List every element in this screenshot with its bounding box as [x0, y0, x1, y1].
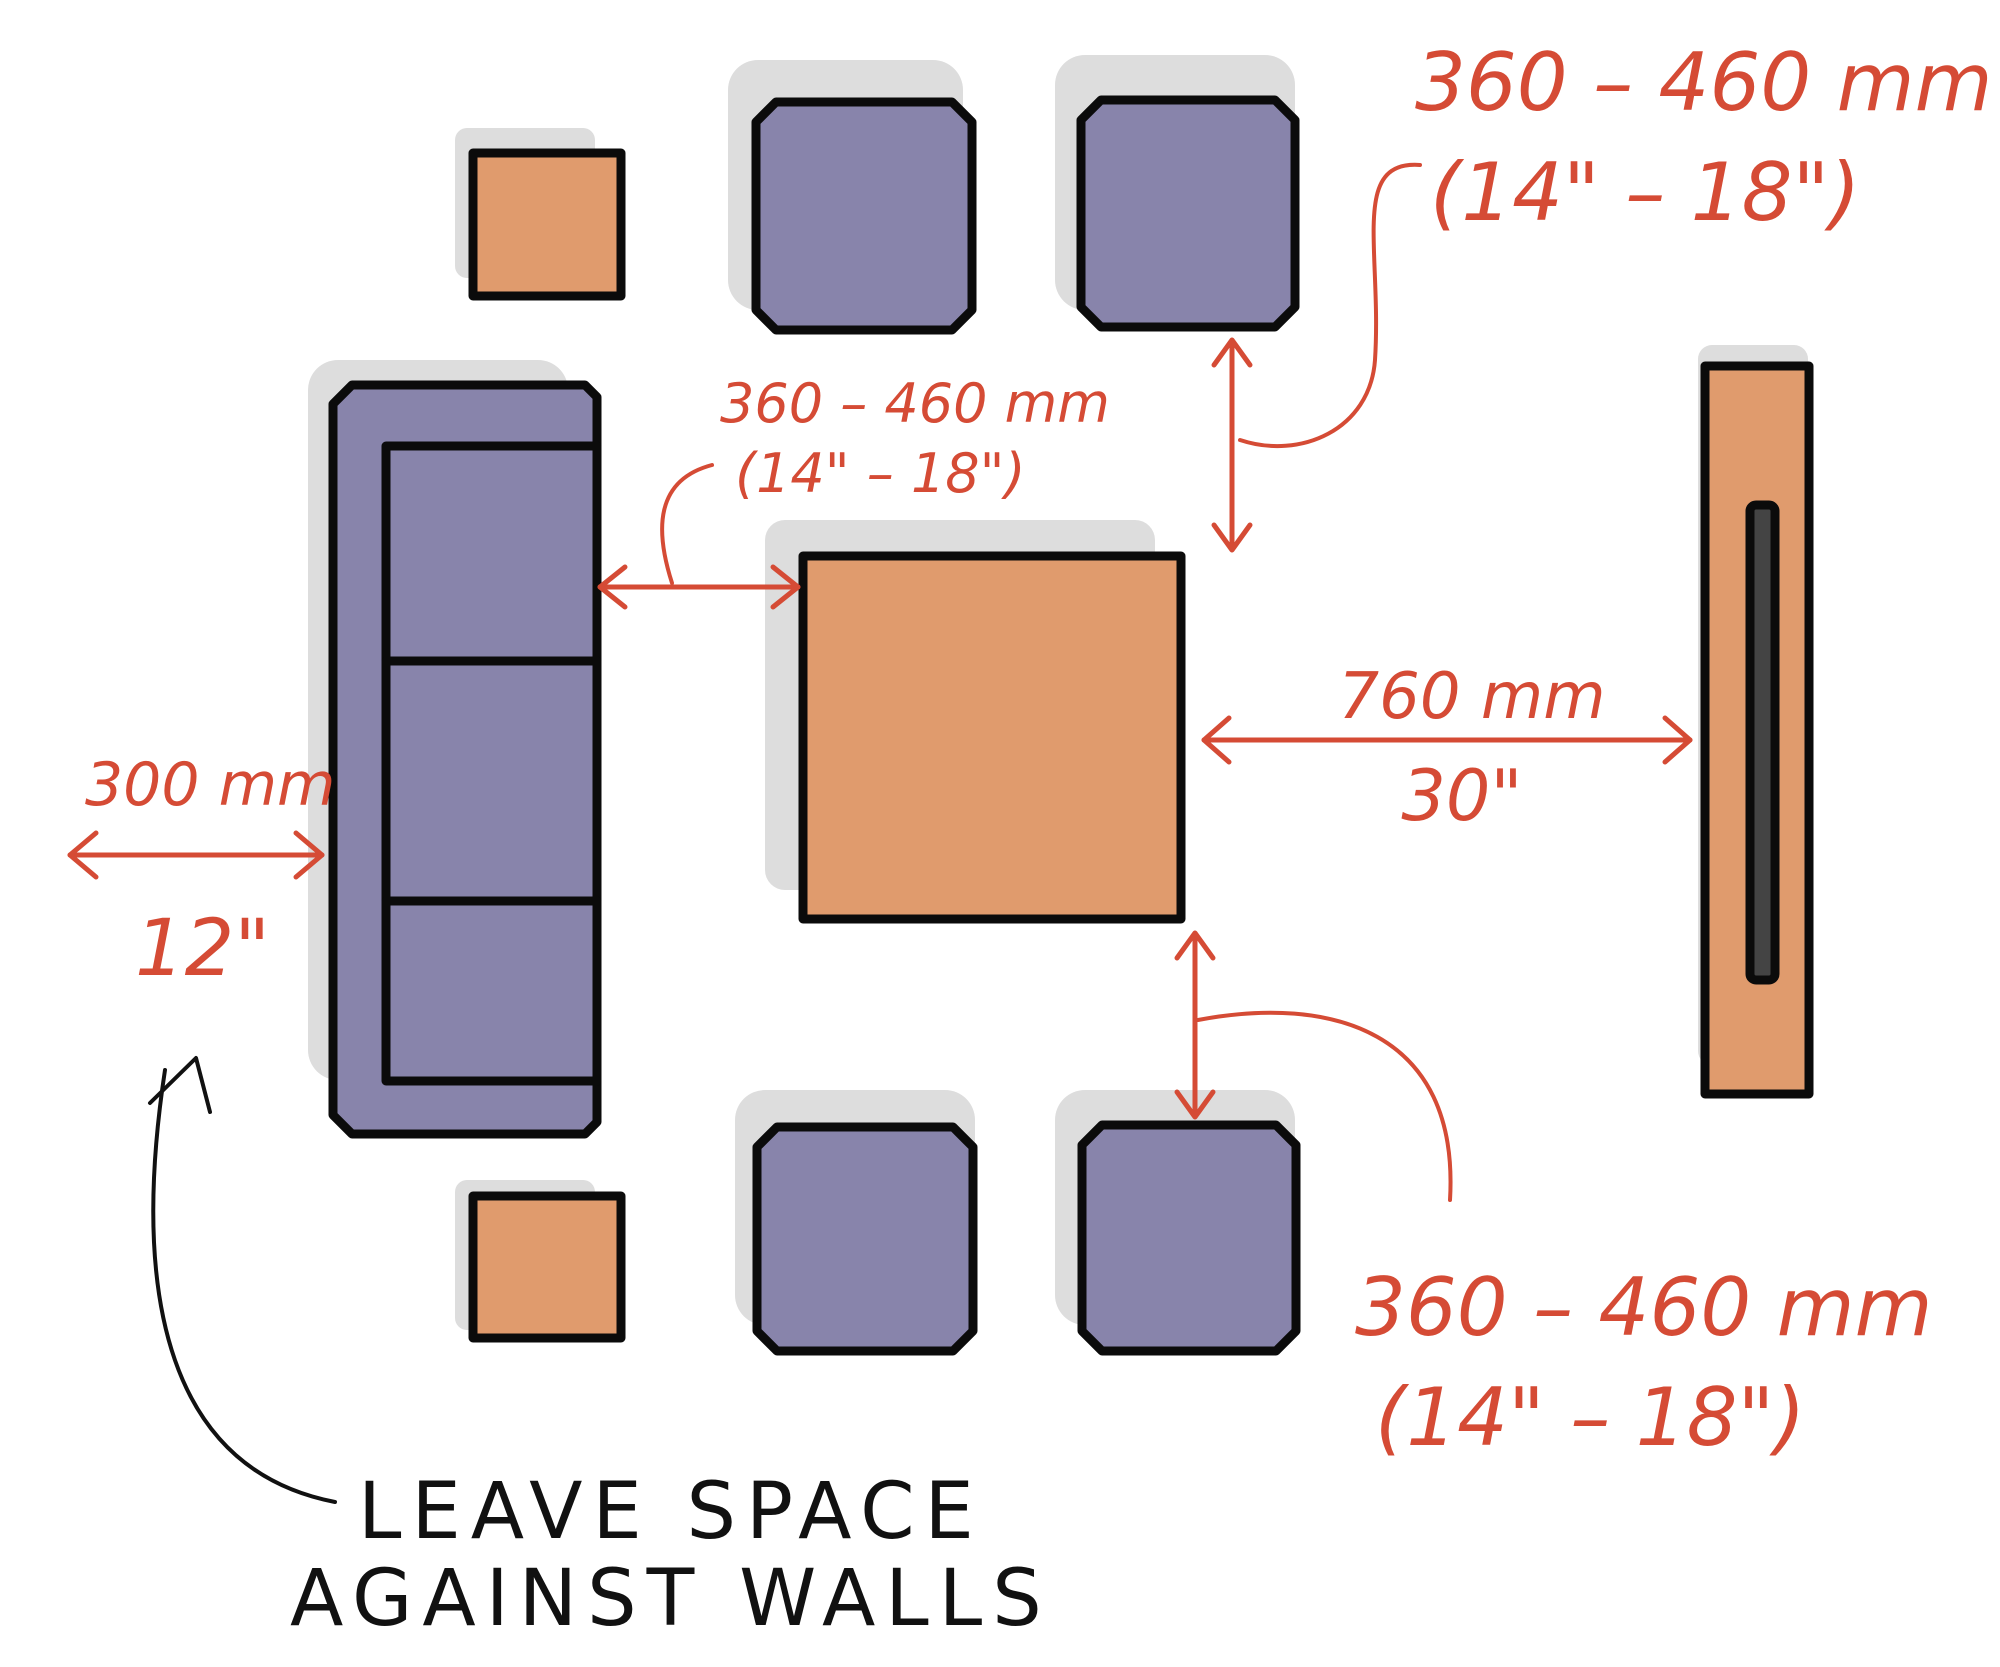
tv-screen: [1745, 500, 1780, 985]
wall-space-note: LEAVE SPACE AGAINST WALLS: [148, 1056, 1052, 1644]
tv-unit: [1700, 361, 1814, 1099]
dimension-top-right: 360 – 460 mm (14" – 18"): [1211, 36, 1993, 553]
dimension-bottom-right: 360 – 460 mm (14" – 18"): [1174, 930, 1933, 1464]
dimension-table-to-tv: 760 mm 30": [1201, 660, 1693, 837]
dim-top-right-mm: 360 – 460 mm: [1415, 36, 1993, 129]
dimension-wall-gap: 300 mm 12": [67, 750, 336, 994]
sofa: [328, 380, 602, 1139]
dim-top-right-inch: (14" – 18"): [1430, 146, 1860, 239]
armchair-top-right: [1076, 95, 1300, 332]
dim-bottom-right-inch: (14" – 18"): [1375, 1371, 1805, 1464]
dimension-sofa-to-table: 360 – 460 mm (14" – 18"): [597, 372, 1110, 610]
sofa-cushion-top: [381, 441, 602, 666]
side-table-top: [468, 148, 626, 301]
side-table-bottom: [468, 1191, 626, 1343]
dim-table-tv-inch: 30": [1401, 755, 1522, 837]
dim-wall-gap-mm: 300 mm: [85, 750, 336, 820]
dim-sofa-table-mm: 360 – 460 mm: [720, 372, 1110, 435]
sofa-cushion-middle: [381, 656, 602, 906]
dim-sofa-table-inch: (14" – 18"): [735, 442, 1026, 505]
armchair-bottom-left: [752, 1122, 978, 1356]
armchair-top-left: [751, 97, 977, 335]
coffee-table: [798, 551, 1186, 924]
dim-bottom-right-mm: 360 – 460 mm: [1355, 1261, 1933, 1354]
note-line-2: AGAINST WALLS: [290, 1554, 1052, 1644]
armchair-bottom-right: [1077, 1120, 1301, 1356]
dim-table-tv-mm: 760 mm: [1338, 660, 1605, 734]
note-line-1: LEAVE SPACE: [358, 1467, 984, 1557]
sofa-cushion-bottom: [381, 896, 602, 1086]
dim-wall-gap-inch: 12": [135, 904, 270, 994]
